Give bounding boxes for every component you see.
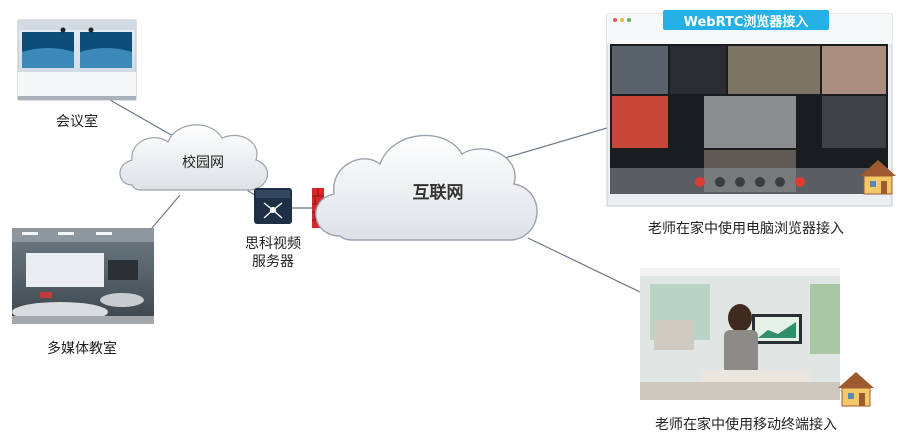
cisco-server [254,188,292,224]
webrtc-banner-label: WebRTC浏览器接入 [683,15,809,30]
link-internet-webrtc [497,127,608,161]
webrtc-browser-window [606,10,893,207]
server-label-line2: 服务器 [252,254,294,270]
webrtc-banner [663,10,829,30]
internet-cloud [315,134,538,241]
classroom-label: 多媒体教室 [47,341,117,357]
internet-label: 互联网 [412,183,464,203]
webrtc-caption: 老师在家中使用电脑浏览器接入 [648,221,844,237]
home-icon-webrtc [860,160,896,195]
meeting-room-label: 会议室 [56,114,98,130]
mobile-home-photo [640,268,840,400]
classroom-image [12,228,154,324]
home-icon-mobile [838,372,874,407]
meeting-room-image [17,19,137,101]
link-classroom-campus [151,194,181,229]
mobile-caption: 老师在家中使用移动终端接入 [655,417,837,433]
campus-network-label: 校园网 [182,155,224,171]
server-label: 思科视频 服务器 [245,235,301,271]
campus-cloud [119,124,268,191]
server-label-line1: 思科视频 [245,236,301,252]
link-internet-mobile [527,237,641,293]
link-meeting-campus [109,99,181,141]
